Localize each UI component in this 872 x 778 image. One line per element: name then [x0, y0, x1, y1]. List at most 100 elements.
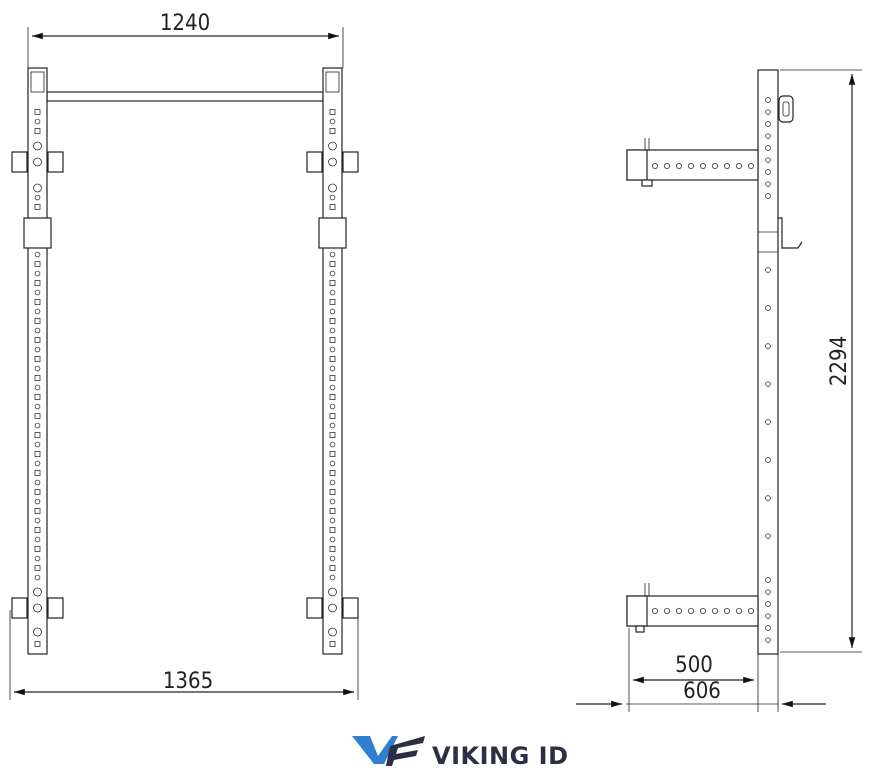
upright-square-hole: [329, 299, 336, 305]
upright-square-hole: [34, 432, 41, 438]
dimension-label-depth: 606: [683, 679, 721, 704]
upright-square-hole: [329, 470, 336, 476]
side-hook: [778, 217, 803, 249]
side-upright-hole: [765, 589, 771, 595]
arm-hole: [712, 162, 719, 169]
side-upright-hole: [765, 457, 771, 463]
side-upright-hole: [765, 193, 771, 199]
upright-square-hole: [329, 204, 336, 210]
upright-square-hole: [329, 337, 336, 343]
upright-square-hole: [34, 489, 41, 495]
upright-square-hole: [329, 128, 336, 134]
upright-round-hole: [329, 194, 336, 201]
upright-round-hole: [34, 118, 41, 125]
dimension-height: 2294: [780, 69, 862, 653]
side-view: 2294 500 606: [576, 69, 862, 712]
upright-square-hole: [329, 451, 336, 457]
upright-square-hole: [329, 489, 336, 495]
upright-round-hole: [329, 403, 336, 410]
upright-round-hole: [329, 327, 336, 334]
upright-square-hole: [34, 204, 41, 210]
dimension-depth: 606: [576, 654, 826, 712]
arm-hole: [724, 608, 731, 615]
upright-round-hole: [329, 498, 336, 505]
front-view: 1240 1365: [9, 11, 359, 700]
side-upright-hole: [765, 109, 771, 115]
upright-round-hole: [34, 194, 41, 201]
arm-hole: [664, 608, 671, 615]
side-upright-hole: [765, 145, 771, 151]
arm-hole: [652, 608, 659, 615]
side-upright: [757, 69, 779, 655]
upright-round-hole: [329, 308, 336, 315]
upright-square-hole: [34, 546, 41, 552]
side-upright-hole: [765, 625, 771, 631]
upright-square-hole: [329, 280, 336, 286]
arm-hole: [676, 162, 683, 169]
upright-round-hole: [34, 422, 41, 429]
upright-square-hole: [329, 356, 336, 362]
upright-round-hole: [329, 289, 336, 296]
arm-hole: [700, 608, 707, 615]
upright-round-hole: [329, 479, 336, 486]
upright-square-hole: [329, 413, 336, 419]
upright-square-hole: [34, 413, 41, 419]
side-upright-hole: [765, 343, 771, 349]
upright-square-hole: [34, 470, 41, 476]
vf-logo-mark: [352, 736, 425, 766]
upright-round-hole: [329, 118, 336, 125]
lower-spotter-arm: [626, 583, 759, 633]
arm-hole: [676, 608, 683, 615]
side-upright-hole: [765, 577, 771, 583]
dimension-label-bottom-width: 1365: [163, 669, 213, 694]
upright-round-hole: [34, 536, 41, 543]
upright-round-hole: [329, 251, 336, 258]
upright-round-hole: [329, 460, 336, 467]
upright-square-hole: [34, 375, 41, 381]
brand-name: VIKING ID: [432, 742, 569, 770]
side-upright-hole: [765, 181, 771, 187]
bolt-hole: [328, 183, 337, 193]
upright-round-hole: [34, 327, 41, 334]
bolt-hole: [328, 141, 337, 151]
pull-up-bar: [46, 91, 324, 102]
arm-hole: [664, 162, 671, 169]
upright-round-hole: [34, 555, 41, 562]
left-upright: [11, 67, 64, 655]
upright-square-hole: [34, 299, 41, 305]
upright-round-hole: [34, 270, 41, 277]
arm-hole: [724, 162, 731, 169]
upright-square-hole: [329, 565, 336, 571]
side-upright-hole: [765, 419, 771, 425]
upright-round-hole: [34, 517, 41, 524]
upright-round-hole: [34, 251, 41, 258]
upright-round-hole: [34, 346, 41, 353]
upright-square-hole: [329, 318, 336, 324]
upright-square-hole: [329, 641, 336, 647]
dimension-label-height: 2294: [827, 336, 852, 386]
upper-spotter-arm: [626, 138, 759, 187]
dimension-label-top-width: 1240: [160, 11, 210, 36]
upright-square-hole: [329, 375, 336, 381]
upright-square-hole: [329, 432, 336, 438]
brand-logo: VIKING ID: [352, 736, 569, 770]
upright-round-hole: [329, 555, 336, 562]
bolt-hole: [328, 157, 337, 167]
upright-square-hole: [34, 261, 41, 267]
bolt-hole: [328, 603, 337, 613]
band-peg: [778, 95, 794, 123]
bolt-hole: [33, 603, 42, 613]
upright-round-hole: [329, 270, 336, 277]
right-upright: [306, 67, 359, 655]
side-upright-hole: [765, 97, 771, 103]
bolt-hole: [33, 183, 42, 193]
side-upright-hole: [765, 381, 771, 387]
arm-hole: [700, 162, 707, 169]
upright-square-hole: [34, 641, 41, 647]
upright-round-hole: [329, 441, 336, 448]
upright-round-hole: [329, 517, 336, 524]
upright-square-hole: [34, 451, 41, 457]
upright-round-hole: [34, 308, 41, 315]
upright-square-hole: [329, 394, 336, 400]
